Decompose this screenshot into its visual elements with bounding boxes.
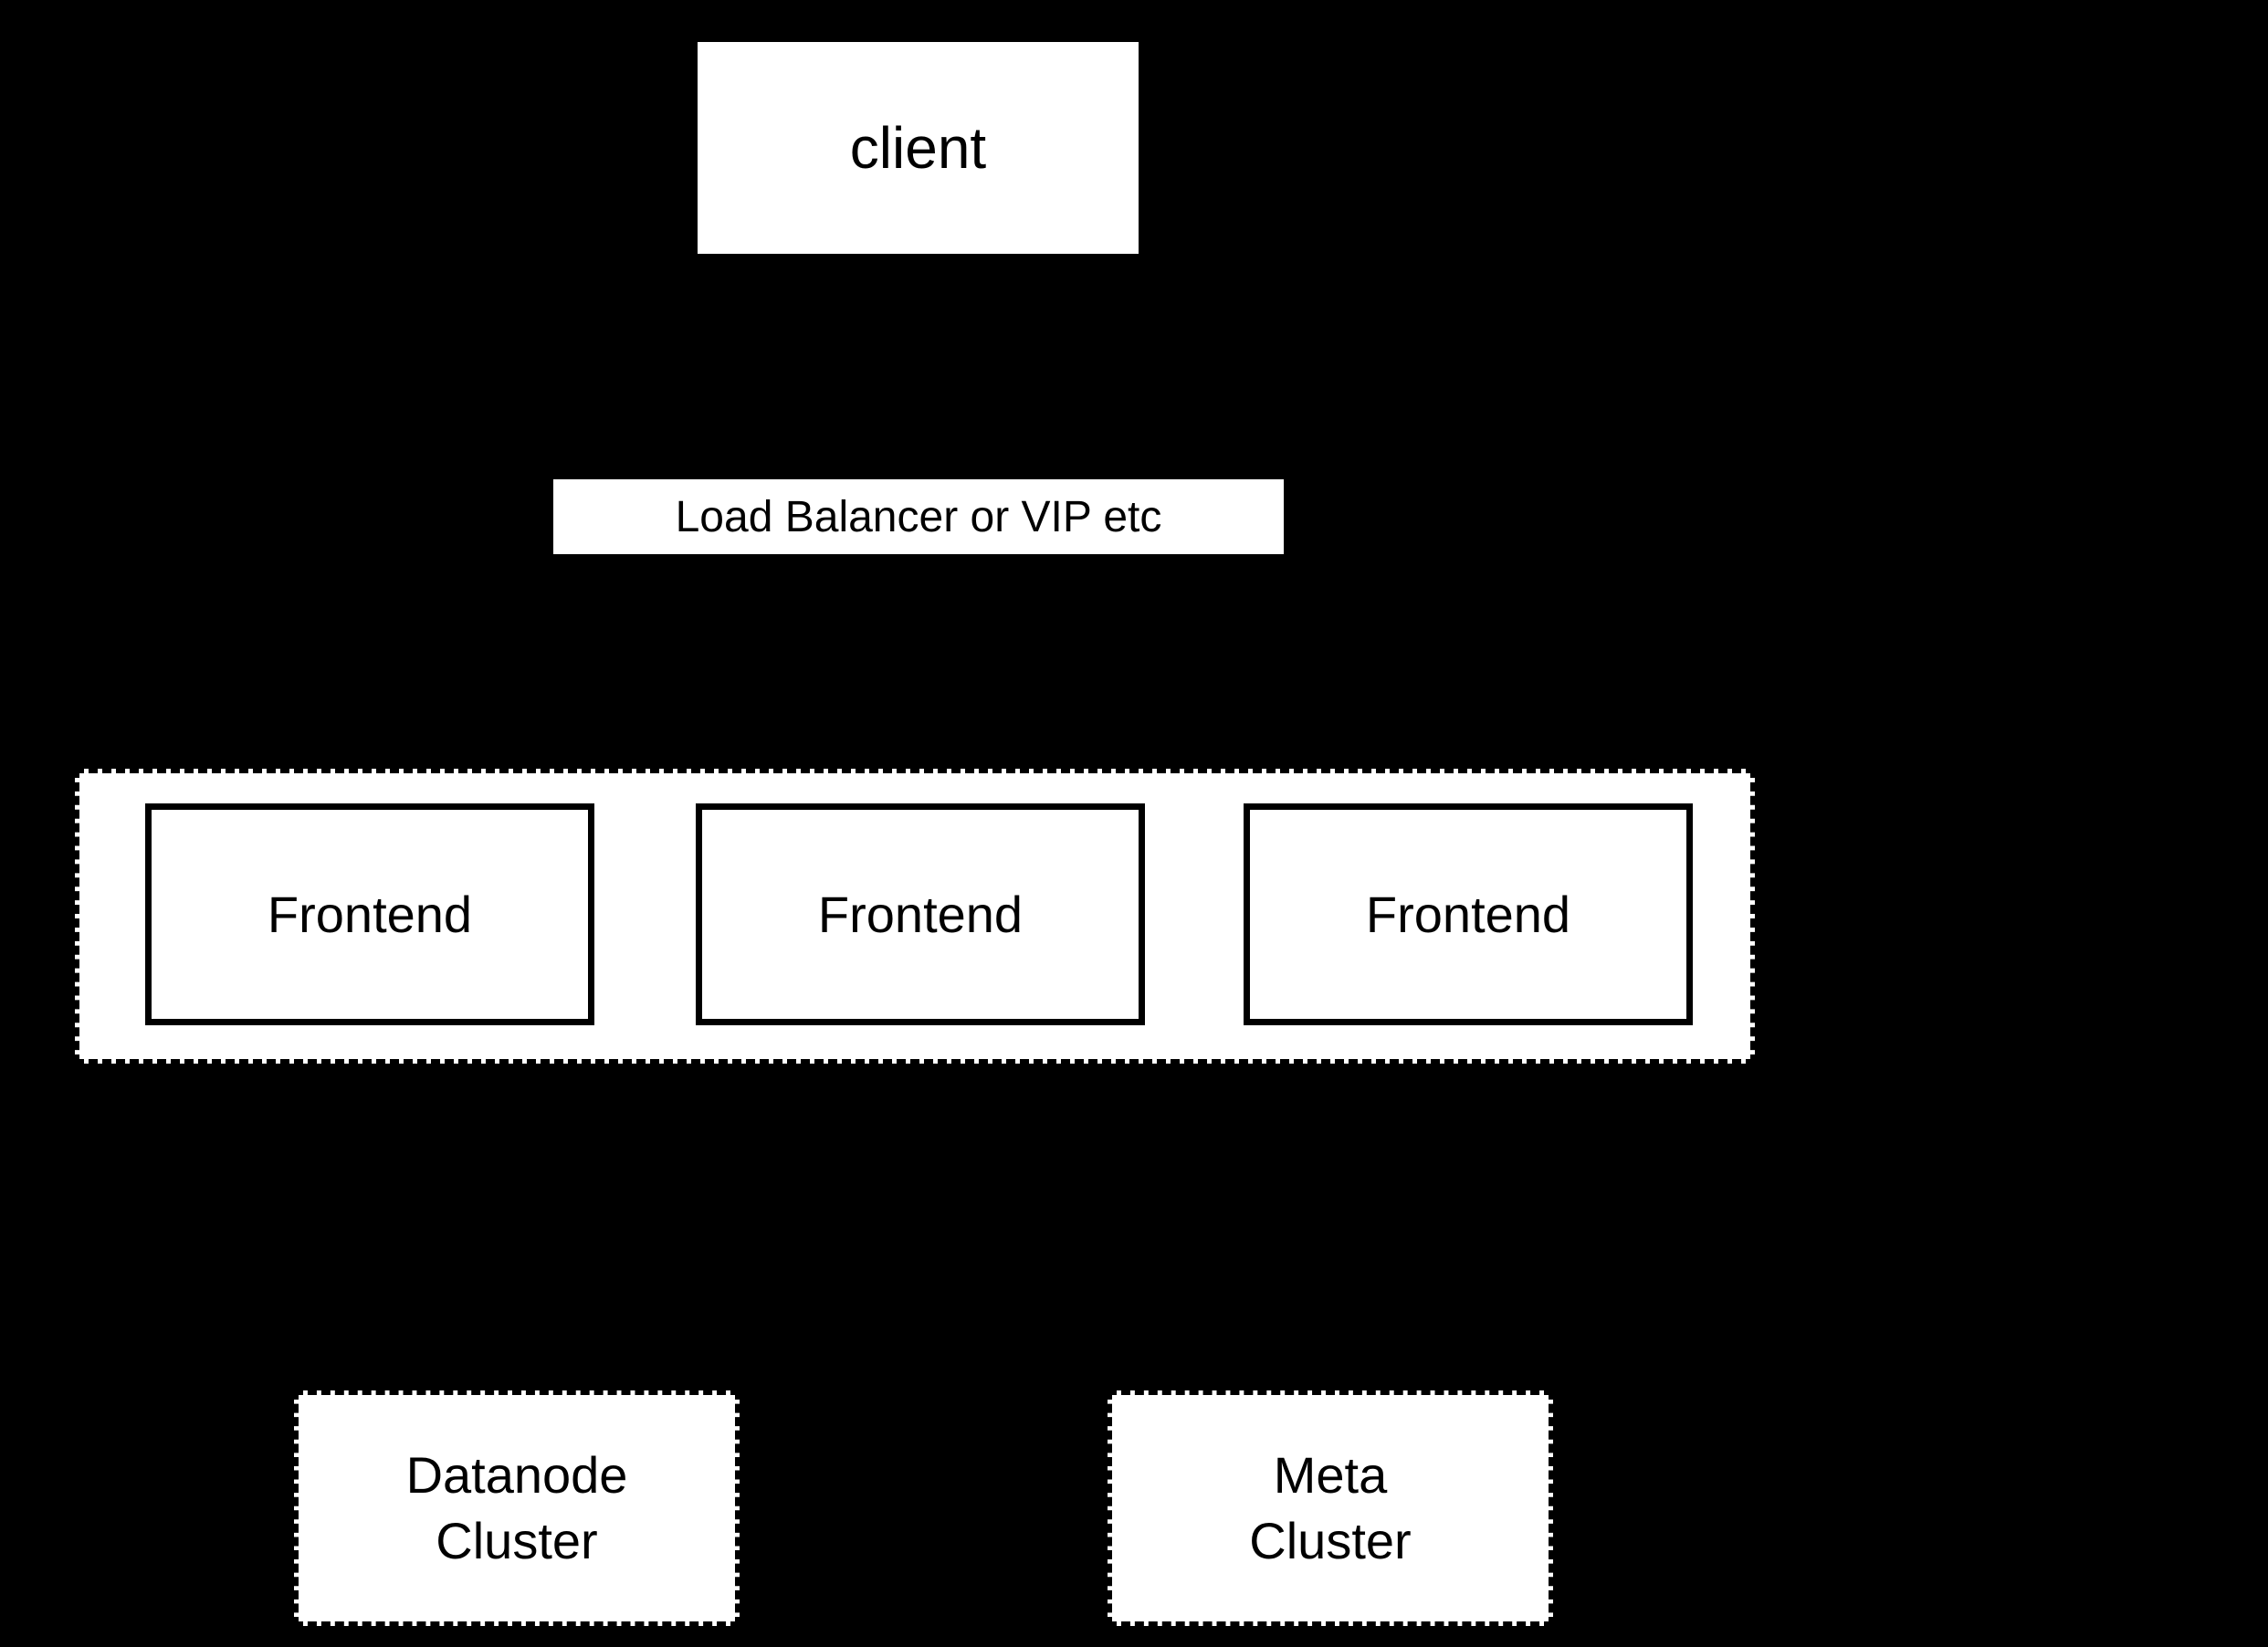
frontend-node-2: Frontend <box>696 803 1145 1025</box>
datanode-cluster-label-line1: Datanode <box>405 1446 628 1504</box>
frontend-cluster-group: Frontend Frontend Frontend <box>75 769 1755 1064</box>
frontend-node-1: Frontend <box>145 803 594 1025</box>
frontend-label-2: Frontend <box>817 886 1024 943</box>
meta-cluster-node: Meta Cluster <box>1108 1390 1553 1626</box>
frontend-label-1: Frontend <box>267 886 473 943</box>
meta-cluster-label-line1: Meta <box>1273 1446 1388 1504</box>
load-balancer-node: Load Balancer or VIP etc <box>553 479 1284 554</box>
datanode-cluster-node: Datanode Cluster <box>294 1390 740 1626</box>
frontend-label-3: Frontend <box>1365 886 1571 943</box>
client-label: client <box>849 115 987 181</box>
client-node: client <box>698 42 1139 254</box>
frontend-node-3: Frontend <box>1244 803 1693 1025</box>
datanode-cluster-label-line2: Cluster <box>436 1512 598 1569</box>
load-balancer-label: Load Balancer or VIP etc <box>675 492 1162 541</box>
meta-cluster-label-line2: Cluster <box>1249 1512 1412 1569</box>
